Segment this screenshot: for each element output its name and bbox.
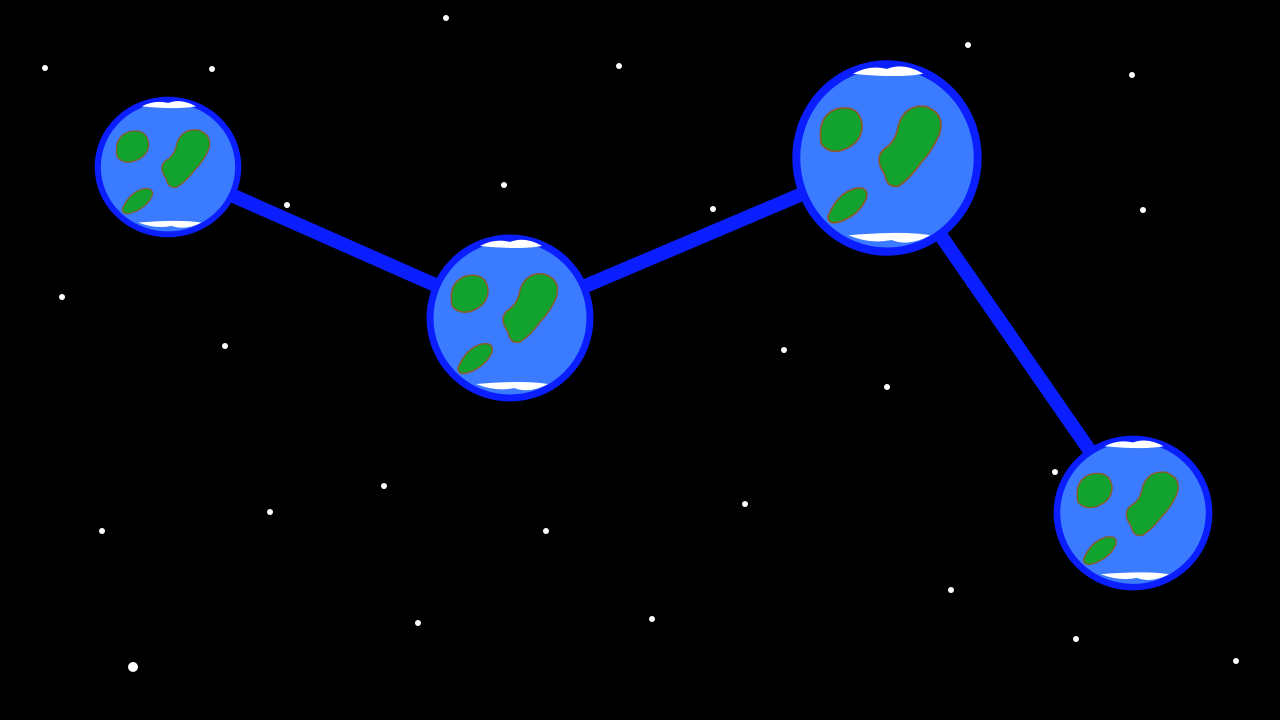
star xyxy=(1129,72,1135,78)
star xyxy=(965,42,971,48)
planet-earth-icon[interactable] xyxy=(426,234,594,402)
star xyxy=(501,182,507,188)
continent xyxy=(819,107,863,153)
planet-earth-icon[interactable] xyxy=(94,96,242,238)
star xyxy=(742,501,748,507)
planet-group xyxy=(94,60,1213,591)
continent xyxy=(827,187,868,224)
star xyxy=(1052,469,1058,475)
continent xyxy=(457,342,494,375)
star xyxy=(42,65,48,71)
cloud xyxy=(476,382,548,391)
continent xyxy=(1076,472,1113,509)
cloud xyxy=(848,232,931,243)
star xyxy=(128,662,138,672)
cloud xyxy=(852,66,924,77)
continent xyxy=(161,129,211,189)
star xyxy=(616,63,622,69)
planet-earth-icon[interactable] xyxy=(792,60,982,256)
cloud xyxy=(480,239,542,248)
star xyxy=(59,294,65,300)
star xyxy=(443,15,449,21)
planet-earth-icon[interactable] xyxy=(1053,435,1213,591)
star xyxy=(710,206,716,212)
star xyxy=(209,66,215,72)
continent xyxy=(1082,536,1117,565)
star xyxy=(781,347,787,353)
cloud xyxy=(138,220,202,228)
cloud xyxy=(141,101,197,109)
continent xyxy=(115,130,150,163)
star xyxy=(222,343,228,349)
star xyxy=(1073,636,1079,642)
continent xyxy=(1125,471,1179,537)
continent xyxy=(450,274,489,313)
star xyxy=(948,587,954,593)
star xyxy=(381,483,387,489)
star xyxy=(649,616,655,622)
continent xyxy=(878,105,942,188)
star xyxy=(543,528,549,534)
cloud xyxy=(1104,440,1164,449)
continent xyxy=(502,273,559,344)
cloud xyxy=(1100,572,1170,580)
star xyxy=(267,509,273,515)
star xyxy=(1140,207,1146,213)
star xyxy=(99,528,105,534)
star xyxy=(284,202,290,208)
star xyxy=(884,384,890,390)
star xyxy=(1233,658,1239,664)
continent xyxy=(121,187,154,215)
star xyxy=(415,620,421,626)
